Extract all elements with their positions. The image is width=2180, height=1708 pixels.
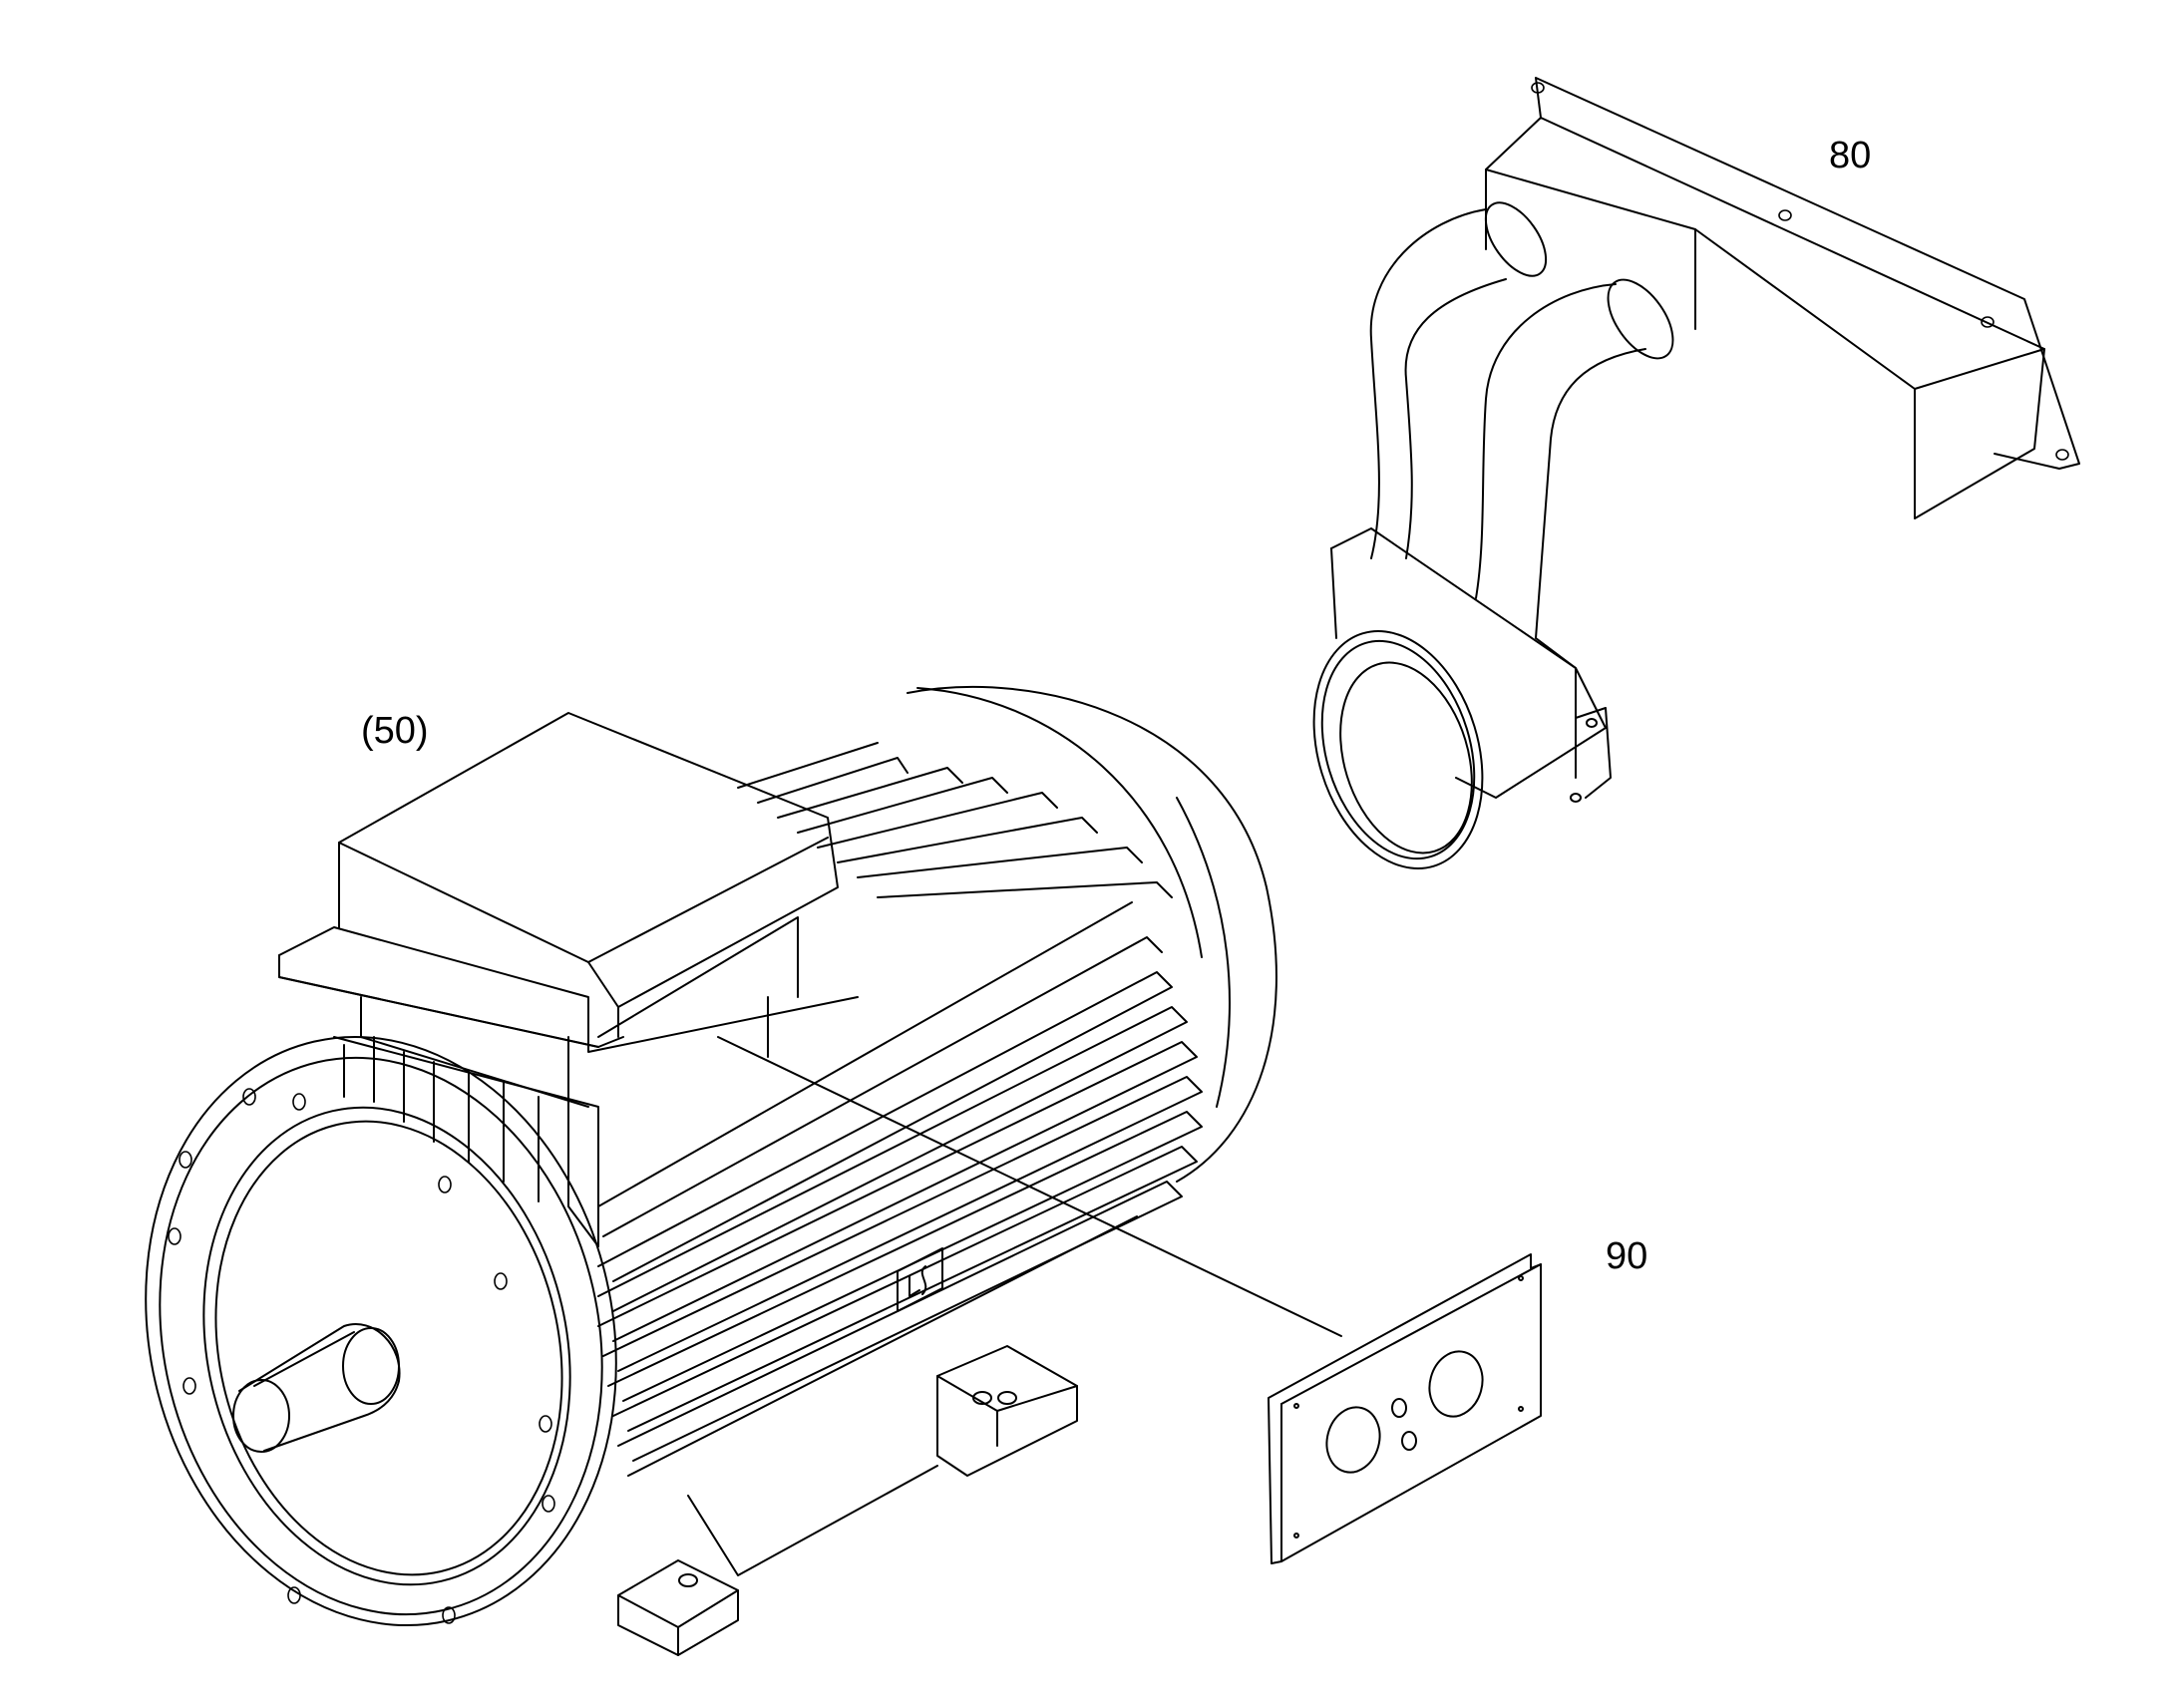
motor-to-plate-leader bbox=[718, 1037, 1341, 1336]
motor-nameplate bbox=[898, 1248, 942, 1311]
motor-drawing bbox=[89, 687, 1341, 1673]
duct-pipes bbox=[1371, 192, 1686, 638]
duct-manifold bbox=[1286, 528, 1611, 889]
plate-drawing bbox=[1269, 1254, 1541, 1563]
motor-feet bbox=[618, 1346, 1077, 1655]
duct-drawing bbox=[1286, 78, 2079, 889]
label-motor: (50) bbox=[361, 710, 429, 752]
motor-terminal-box bbox=[279, 713, 858, 1246]
duct-flange-holes bbox=[1532, 83, 2068, 460]
duct-box bbox=[1486, 78, 2079, 518]
motor-shaft bbox=[233, 1324, 400, 1452]
label-duct: 80 bbox=[1829, 135, 1872, 176]
motor-fins bbox=[598, 743, 1202, 1476]
motor-rear-cover bbox=[908, 687, 1276, 1182]
motor-flange bbox=[89, 989, 673, 1672]
label-plate: 90 bbox=[1606, 1235, 1648, 1277]
flange-bolt-holes bbox=[169, 1089, 554, 1623]
